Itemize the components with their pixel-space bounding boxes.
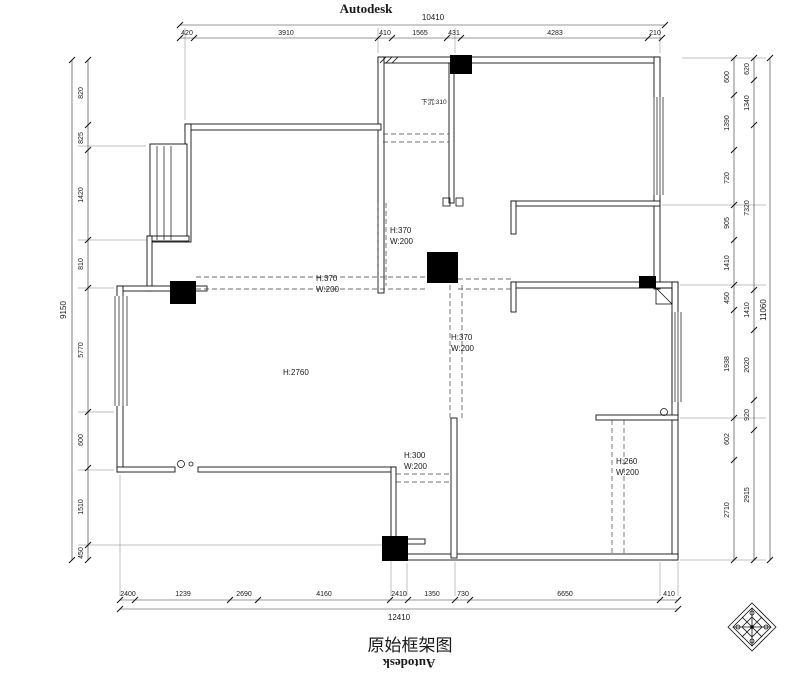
- right-lower-window: [671, 312, 682, 402]
- dim-top-6: 210: [649, 30, 661, 37]
- door-pivot-symbol: [177, 460, 185, 468]
- beam-dashed-lines: [196, 133, 625, 554]
- extension-lines: [78, 28, 766, 596]
- column: [639, 276, 656, 288]
- dim-right-inner-1: 1390: [724, 115, 731, 131]
- dimension-chain-top: 10410 420 3910 410 1565 431 4283 210: [181, 13, 661, 37]
- beam-bottom-width: W:200: [404, 462, 428, 471]
- beam-bottom-height: H:300: [404, 451, 426, 460]
- dim-bottom-4: 2410: [391, 591, 407, 598]
- dim-right-inner-4: 1410: [724, 255, 731, 271]
- dim-right-inner-3: 905: [724, 217, 731, 229]
- autodesk-seal-icon: [727, 602, 777, 652]
- dim-left-1: 825: [78, 132, 85, 144]
- left-window: [114, 296, 128, 406]
- dim-right-outer-4: 2020: [744, 357, 751, 373]
- shaft-diagonal-symbol: [655, 287, 673, 305]
- windows: [113, 97, 682, 468]
- title-block: Autodesk 原始框架图 Autodesk: [340, 1, 453, 671]
- dim-right-inner-8: 2710: [724, 502, 731, 518]
- column: [450, 55, 472, 74]
- corner-hatch: [379, 56, 399, 64]
- door-frame-notch: [455, 197, 464, 207]
- dim-top-5: 4283: [547, 30, 563, 37]
- beam-middle-width: W:200: [451, 344, 475, 353]
- dim-top-overall: 10410: [422, 13, 445, 22]
- beam-center-height: H:370: [316, 274, 338, 283]
- dim-left-7: 450: [78, 547, 85, 559]
- dim-left-2: 1420: [78, 187, 85, 203]
- dim-right-overall: 11060: [759, 299, 768, 321]
- dim-right-inner-7: 602: [724, 433, 731, 445]
- dim-bottom-3: 4160: [316, 591, 332, 598]
- dim-bottom-0: 2400: [120, 591, 136, 598]
- beam-center-width: W:200: [316, 285, 340, 294]
- dim-left-overall: 9150: [59, 301, 68, 319]
- dim-bottom-2: 2690: [236, 591, 252, 598]
- beam-right-height: H:260: [616, 457, 638, 466]
- dim-bottom-6: 730: [457, 591, 469, 598]
- dim-right-outer-1: 1340: [744, 95, 751, 111]
- dim-top-3: 1565: [412, 30, 428, 37]
- door-pivot-symbol: [188, 461, 194, 467]
- door-pivot-symbol: [660, 408, 668, 416]
- dim-right-outer-3: 1410: [744, 302, 751, 318]
- dim-right-outer-0: 620: [744, 63, 751, 75]
- dim-top-4: 431: [448, 30, 460, 37]
- structural-columns: [170, 55, 656, 561]
- autodesk-watermark-top: Autodesk: [340, 1, 394, 16]
- dim-bottom-overall: 12410: [388, 613, 411, 622]
- dim-top-1: 3910: [278, 30, 294, 37]
- dim-bottom-8: 410: [663, 591, 675, 598]
- beam-top-height: H:370: [390, 226, 412, 235]
- beam-annotations: 下沉:310 H:370 W:200 H:370 W:200 H:370 W:2…: [283, 98, 640, 477]
- dimension-lines: [68, 21, 774, 613]
- dim-top-2: 410: [379, 30, 391, 37]
- dimension-chain-right: 600 1390 720 905 1410 450 1938 602 2710 …: [724, 63, 768, 518]
- dim-left-3: 810: [78, 258, 85, 270]
- dim-bottom-7: 6650: [557, 591, 573, 598]
- floor-plan-walls: [116, 56, 679, 561]
- dim-left-4: 5770: [78, 342, 85, 358]
- right-upper-window: [653, 97, 664, 195]
- dim-left-5: 600: [78, 434, 85, 446]
- dim-right-outer-2: 7320: [744, 200, 751, 216]
- dimension-chain-bottom: 2400 1239 2690 4160 2410 1350 730 6650 4…: [120, 591, 675, 622]
- bay-window: [156, 146, 172, 240]
- dim-bottom-5: 1350: [424, 591, 440, 598]
- dim-right-inner-2: 720: [724, 172, 731, 184]
- dim-right-inner-0: 600: [724, 71, 731, 83]
- column: [427, 252, 458, 283]
- beam-middle-height: H:370: [451, 333, 473, 342]
- drawing-title: 原始框架图: [368, 636, 453, 656]
- room-ceiling-height: H:2760: [283, 368, 309, 377]
- dimension-chain-left: 9150 820 825 1420 810 5770 600 1510 450: [59, 87, 85, 559]
- dim-right-outer-5: 920: [744, 409, 751, 421]
- column: [382, 536, 408, 561]
- door-frame-notch: [442, 197, 451, 207]
- sunken-note: 下沉:310: [421, 98, 447, 106]
- dim-left-0: 820: [78, 87, 85, 99]
- dim-right-inner-6: 1938: [724, 356, 731, 372]
- dim-left-6: 1510: [78, 499, 85, 515]
- column: [170, 281, 196, 304]
- dim-right-inner-5: 450: [724, 292, 731, 304]
- dim-right-outer-6: 2915: [744, 487, 751, 503]
- dim-bottom-1: 1239: [175, 591, 191, 598]
- beam-top-width: W:200: [390, 237, 414, 246]
- beam-right-width: W:200: [616, 468, 640, 477]
- autodesk-watermark-bottom: Autodesk: [382, 656, 436, 671]
- dim-top-0: 420: [181, 30, 193, 37]
